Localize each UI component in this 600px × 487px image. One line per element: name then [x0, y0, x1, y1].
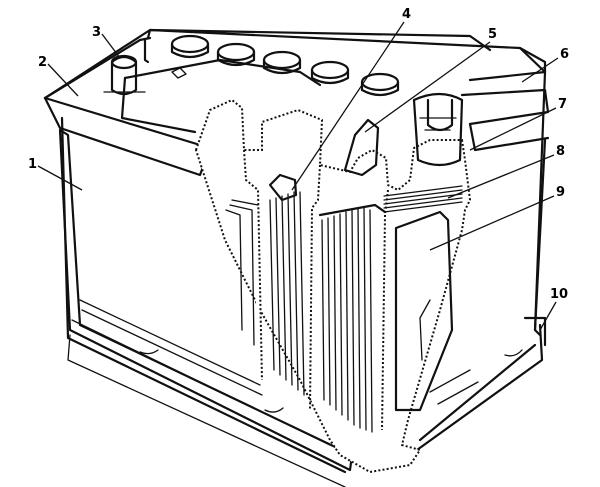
- separator-plate: [394, 210, 454, 412]
- filler-caps: [170, 34, 400, 97]
- filler-cap-3: [262, 50, 302, 75]
- callout-5: 5: [488, 27, 497, 42]
- filler-cap-5: [360, 72, 400, 97]
- plate-stack-2: [269, 191, 305, 396]
- callout-6: 6: [560, 47, 569, 62]
- battery-case: [43, 28, 550, 487]
- plate-stack-3: [318, 203, 387, 433]
- callouts: 1 2 3 4 5 6 7 8 9 10: [28, 7, 569, 331]
- callout-9: 9: [556, 185, 565, 200]
- electrolyte-level-lines: [383, 185, 463, 213]
- callout-4: 4: [402, 7, 411, 22]
- filler-cap-4: [310, 60, 350, 85]
- cutaway-section: [194, 98, 472, 474]
- cell-connector: [268, 118, 380, 202]
- callout-3: 3: [92, 25, 101, 40]
- plate-stack-1: [225, 199, 259, 346]
- filler-cap-2: [216, 42, 256, 67]
- terminal-post: [103, 54, 146, 96]
- filler-cap-1: [170, 34, 210, 59]
- callout-8: 8: [556, 144, 565, 159]
- battery-lid: [120, 28, 492, 134]
- callout-10: 10: [550, 287, 568, 302]
- callout-1: 1: [28, 157, 37, 172]
- callout-7: 7: [558, 97, 567, 112]
- callout-2: 2: [38, 55, 47, 70]
- vent-plug: [412, 92, 464, 167]
